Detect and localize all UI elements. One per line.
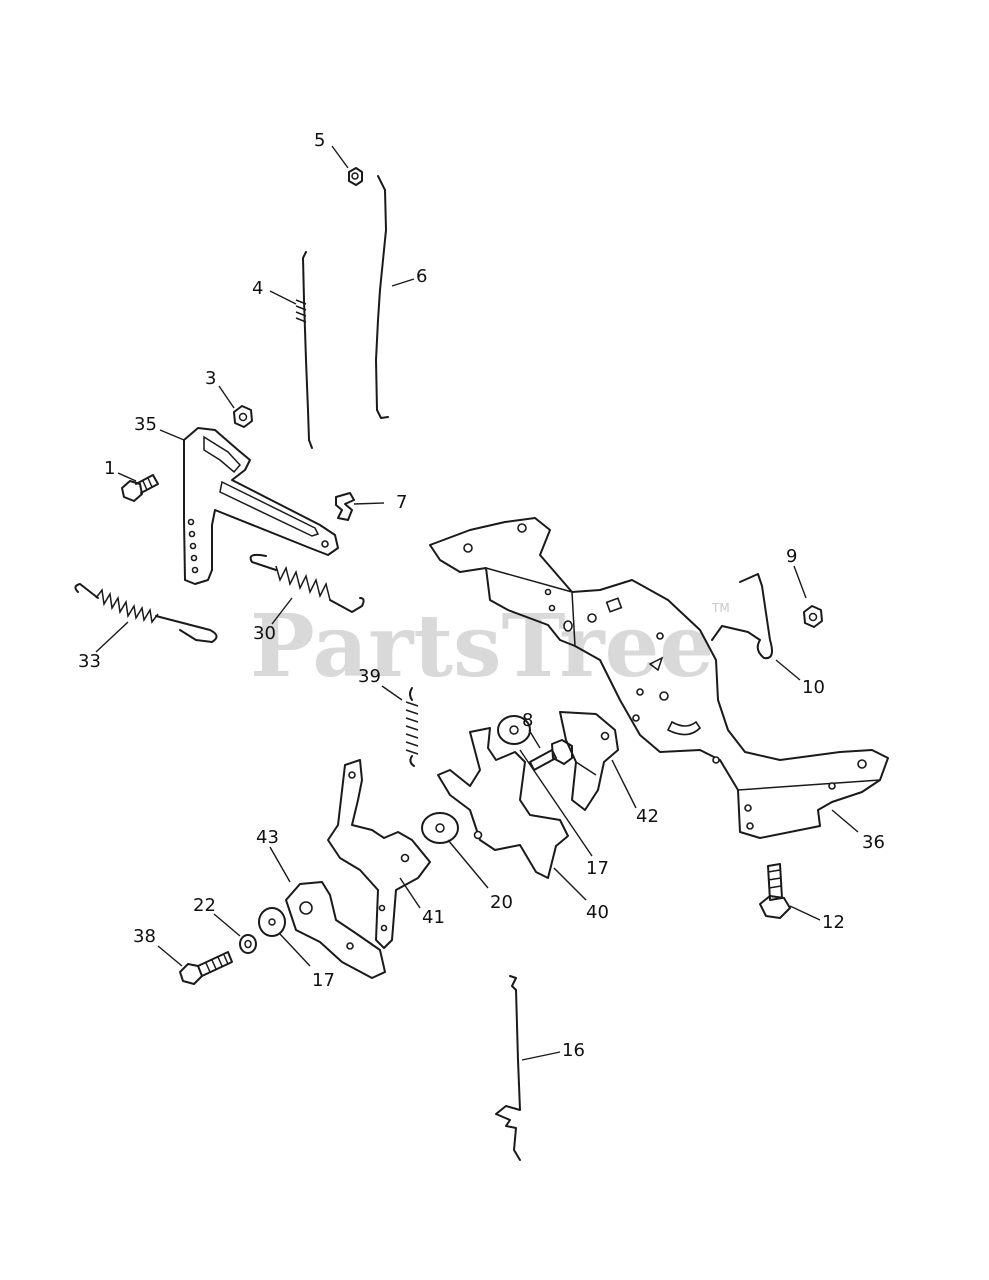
callout-43: 43 [256,827,279,848]
part-30-spring[interactable] [249,553,365,613]
callout-38: 38 [133,926,156,947]
part-7-clip[interactable] [335,492,355,521]
watermark-text: PartsTree [250,596,714,697]
leader-lines [95,145,859,1061]
callout-39: 39 [358,666,381,687]
callout-6: 6 [416,266,427,287]
part-17-washer-upper[interactable] [497,715,531,745]
callout-10: 10 [802,677,825,698]
callout-30: 30 [253,623,276,644]
callout-3: 3 [205,368,216,389]
part-9-nut[interactable] [803,605,823,628]
callout-40: 40 [586,902,609,923]
callout-22: 22 [193,895,216,916]
callout-9: 9 [786,546,797,567]
callout-35: 35 [134,414,157,435]
part-38-bolt[interactable] [179,951,233,985]
part-4-threaded-rod[interactable] [295,251,313,449]
callout-33: 33 [78,651,101,672]
part-35-bracket[interactable] [183,427,339,585]
part-10-link[interactable] [711,573,773,660]
watermark-trademark: TM [711,601,730,615]
part-39-spring[interactable] [405,687,419,767]
part-43-arm[interactable] [285,881,386,979]
part-12-bolt[interactable] [759,863,791,919]
part-8-bolt[interactable] [529,739,573,771]
callout-41: 41 [422,907,445,928]
callout-16: 16 [562,1040,585,1061]
part-17-washer-lower[interactable] [258,907,286,937]
part-42-bracket[interactable] [559,711,619,811]
part-20-washer[interactable] [421,812,459,844]
part-41-bracket[interactable] [327,759,431,949]
callout-7: 7 [396,492,407,513]
part-33-spring[interactable] [74,583,218,643]
callout-12: 12 [822,912,845,933]
part-1-bolt[interactable] [121,474,159,502]
callout-labels: 5 6 4 3 35 1 7 9 10 33 30 39 8 42 36 43 … [78,130,885,1061]
callout-20: 20 [490,892,513,913]
part-16-rod[interactable] [495,975,521,1161]
callout-42: 42 [636,806,659,827]
callout-1: 1 [104,458,115,479]
part-36-plate[interactable] [429,517,889,839]
part-22-washer[interactable] [239,934,257,954]
part-40-lever[interactable] [437,727,569,879]
callout-4: 4 [252,278,263,299]
part-6-rod[interactable] [375,175,389,419]
callout-17-lower: 17 [312,970,335,991]
callout-5: 5 [314,130,325,151]
callout-8: 8 [522,710,533,731]
callout-17-upper: 17 [586,858,609,879]
part-3-nut[interactable] [233,405,253,428]
part-5-nut[interactable] [348,167,363,186]
callout-36: 36 [862,832,885,853]
